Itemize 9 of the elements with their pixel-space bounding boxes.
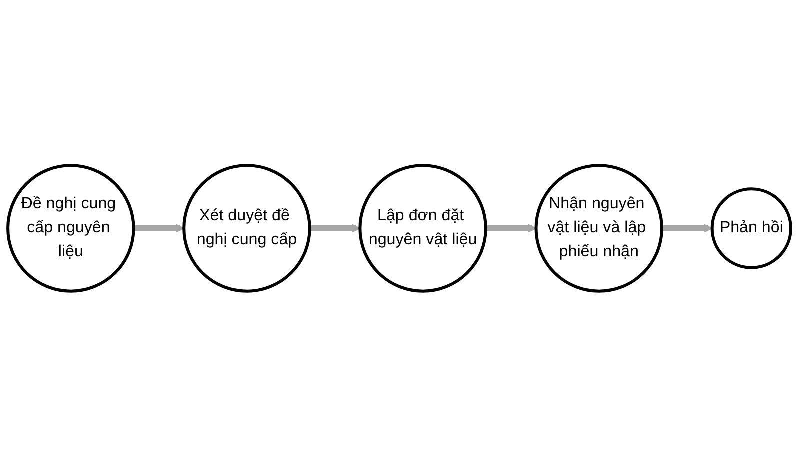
arrow [310, 224, 361, 233]
arrow [134, 224, 185, 233]
arrow [662, 224, 713, 233]
arrow [486, 224, 537, 233]
process-circle: Phản hồi [710, 188, 792, 270]
process-circle: Đề nghị cung cấp nguyên liệu [6, 164, 136, 293]
process-circle: Nhận nguyên vật liệu và lập phiếu nhận [534, 164, 664, 293]
process-circle: Xét duyệt đề nghị cung cấp [182, 164, 312, 293]
process-circle: Lập đơn đặt nguyên vật liệu [358, 164, 488, 293]
